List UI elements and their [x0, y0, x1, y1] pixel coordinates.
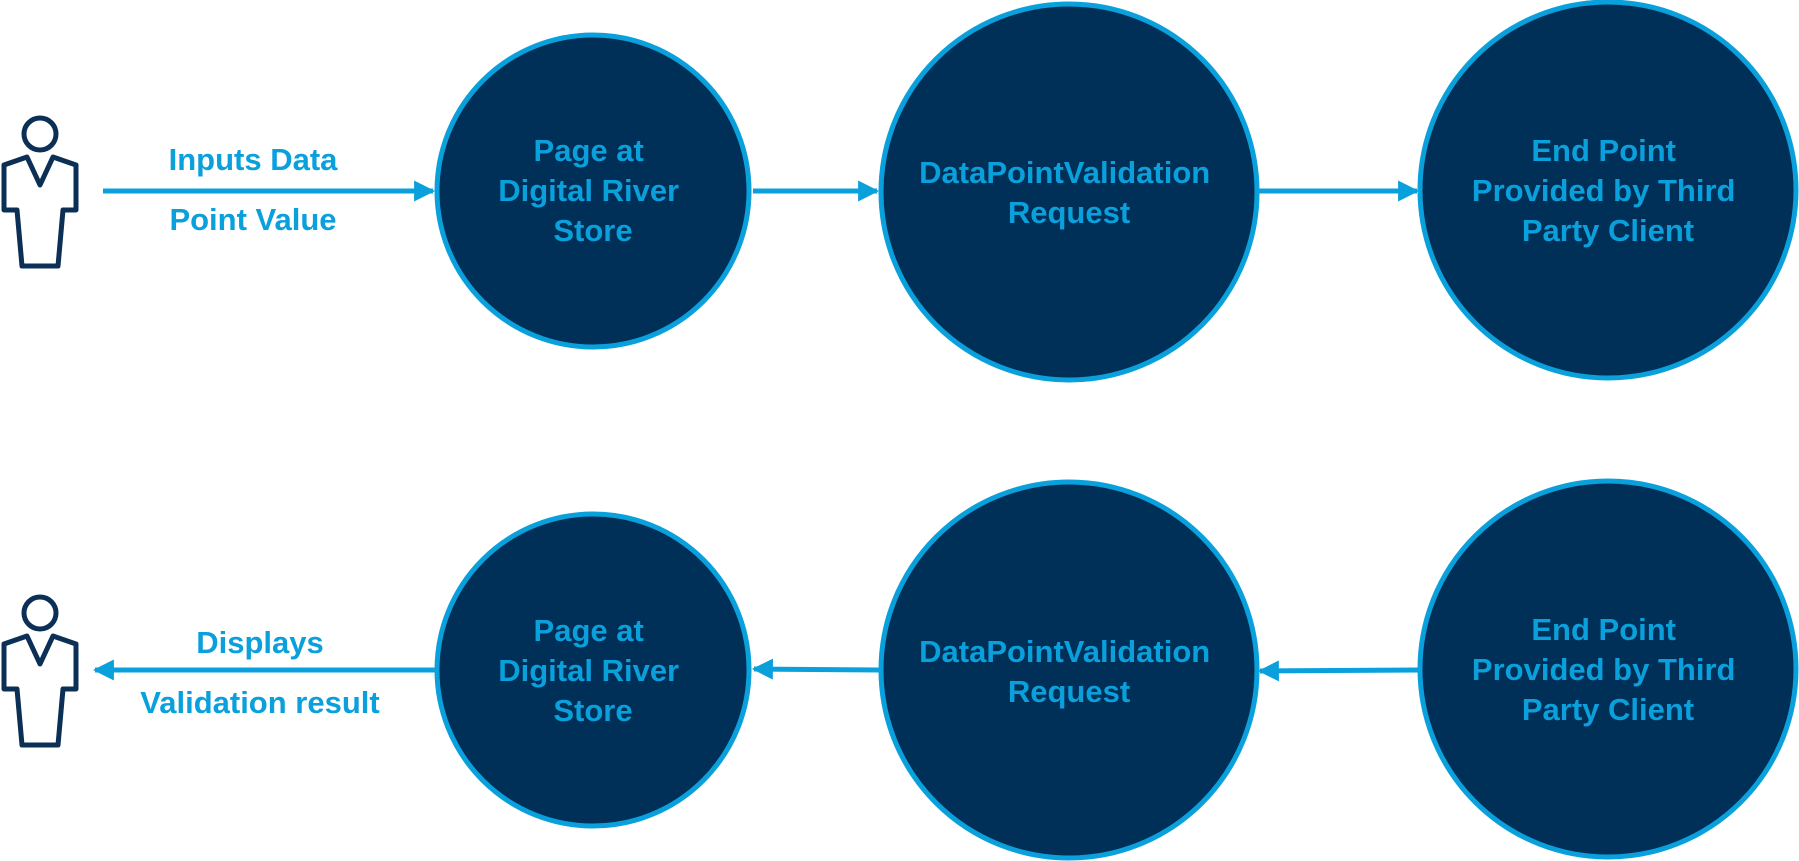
edge-endpoint-to-validation	[1257, 660, 1420, 682]
node-circle	[434, 32, 752, 350]
request-flow: Inputs Data Point Value Page at Digital …	[1, 0, 1799, 383]
node-third-party-endpoint[interactable]: End Point Provided by Third Party Client	[1417, 0, 1799, 381]
node-label: End Point Provided by Third Party Client	[1472, 133, 1744, 248]
user-actor-icon	[1, 594, 79, 748]
node-circle	[878, 1, 1260, 383]
node-label: Page at Digital River Store	[498, 613, 688, 728]
response-flow: Displays Validation result Page at Digit…	[1, 478, 1799, 861]
edge-label-line-2: Validation result	[140, 685, 379, 720]
node-store-page[interactable]: Page at Digital River Store	[434, 511, 752, 829]
node-circle	[1417, 478, 1799, 860]
actor-body	[1, 154, 79, 269]
edge-label-line-1: Inputs Data	[169, 142, 339, 177]
node-label: End Point Provided by Third Party Client	[1472, 612, 1744, 727]
node-circle	[434, 511, 752, 829]
user-actor-icon	[1, 115, 79, 269]
node-third-party-endpoint[interactable]: End Point Provided by Third Party Client	[1417, 478, 1799, 860]
actor-head	[21, 594, 59, 632]
edge-store-to-user: Displays Validation result	[92, 625, 435, 720]
node-circle	[1417, 0, 1799, 381]
node-label: Page at Digital River Store	[498, 133, 688, 248]
node-circle	[878, 479, 1260, 861]
node-store-page[interactable]: Page at Digital River Store	[434, 32, 752, 350]
node-validation-request[interactable]: DataPointValidation Request	[878, 1, 1260, 383]
edge-user-to-store: Inputs Data Point Value	[103, 142, 436, 237]
actor-body	[1, 633, 79, 748]
edge-label-line-2: Point Value	[169, 202, 336, 237]
edge-validation-to-store	[751, 658, 880, 680]
edge-label-line-1: Displays	[196, 625, 324, 660]
node-label: DataPointValidation Request	[919, 634, 1219, 709]
node-validation-request[interactable]: DataPointValidation Request	[878, 479, 1260, 861]
node-label: DataPointValidation Request	[919, 155, 1219, 230]
actor-head	[21, 115, 59, 153]
